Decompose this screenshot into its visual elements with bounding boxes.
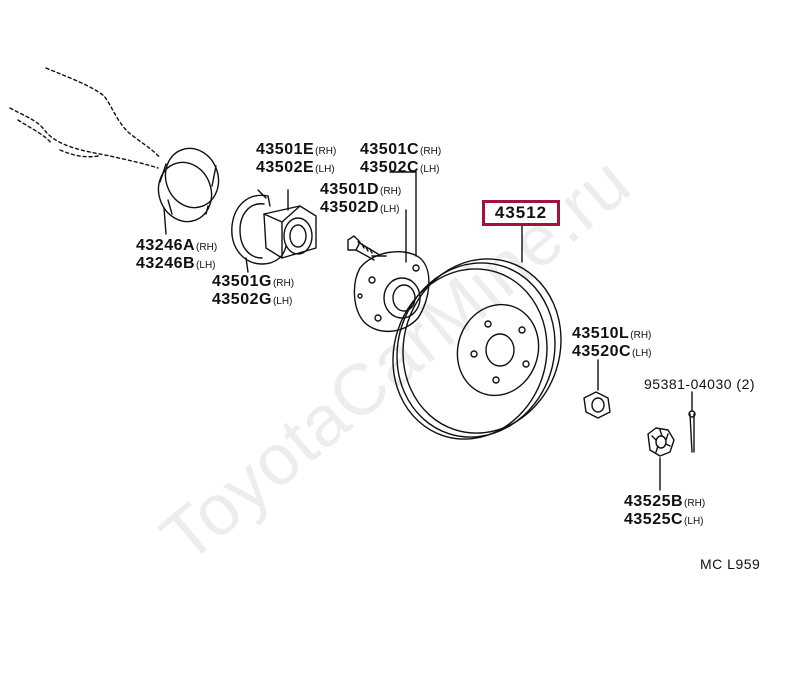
label-seal-lh[interactable]: 43246B(LH) <box>136 255 216 272</box>
label-hub-lh[interactable]: 43502C(LH) <box>360 159 440 176</box>
cotter-pin <box>688 391 696 453</box>
drawing-code: MC L959 <box>700 556 761 572</box>
label-nut-lh[interactable]: 43520C(LH) <box>572 343 652 360</box>
label-bearing-rh[interactable]: 43501E(RH) <box>256 141 337 158</box>
label-hub-bolt-rh[interactable]: 43501D(RH) <box>320 181 402 198</box>
label-cap-rh[interactable]: 43525B(RH) <box>624 493 706 510</box>
snap-ring <box>231 189 287 273</box>
label-cotter-pin[interactable]: 95381-04030 (2) <box>644 376 756 392</box>
brake-disc <box>392 225 562 440</box>
label-cap-lh[interactable]: 43525C(LH) <box>624 511 704 528</box>
label-snap-ring-lh[interactable]: 43502G(LH) <box>212 291 293 308</box>
lock-nut-cap <box>647 427 675 491</box>
label-hub-bolt-lh[interactable]: 43502D(LH) <box>320 199 400 216</box>
hub-bolt <box>347 235 387 261</box>
label-seal-rh[interactable]: 43246A(RH) <box>136 237 218 254</box>
wheel-bearing <box>263 189 317 259</box>
highlighted-part-number[interactable]: 43512 <box>494 203 548 222</box>
label-bearing-lh[interactable]: 43502E(LH) <box>256 159 335 176</box>
highlighted-part-box[interactable]: 43512 <box>482 200 560 226</box>
label-hub-rh[interactable]: 43501C(RH) <box>360 141 442 158</box>
hub-nut <box>583 359 611 419</box>
label-snap-ring-rh[interactable]: 43501G(RH) <box>212 273 295 290</box>
oil-seal <box>157 147 220 235</box>
driveshaft-outline <box>9 67 161 169</box>
label-nut-rh[interactable]: 43510L(RH) <box>572 325 652 342</box>
